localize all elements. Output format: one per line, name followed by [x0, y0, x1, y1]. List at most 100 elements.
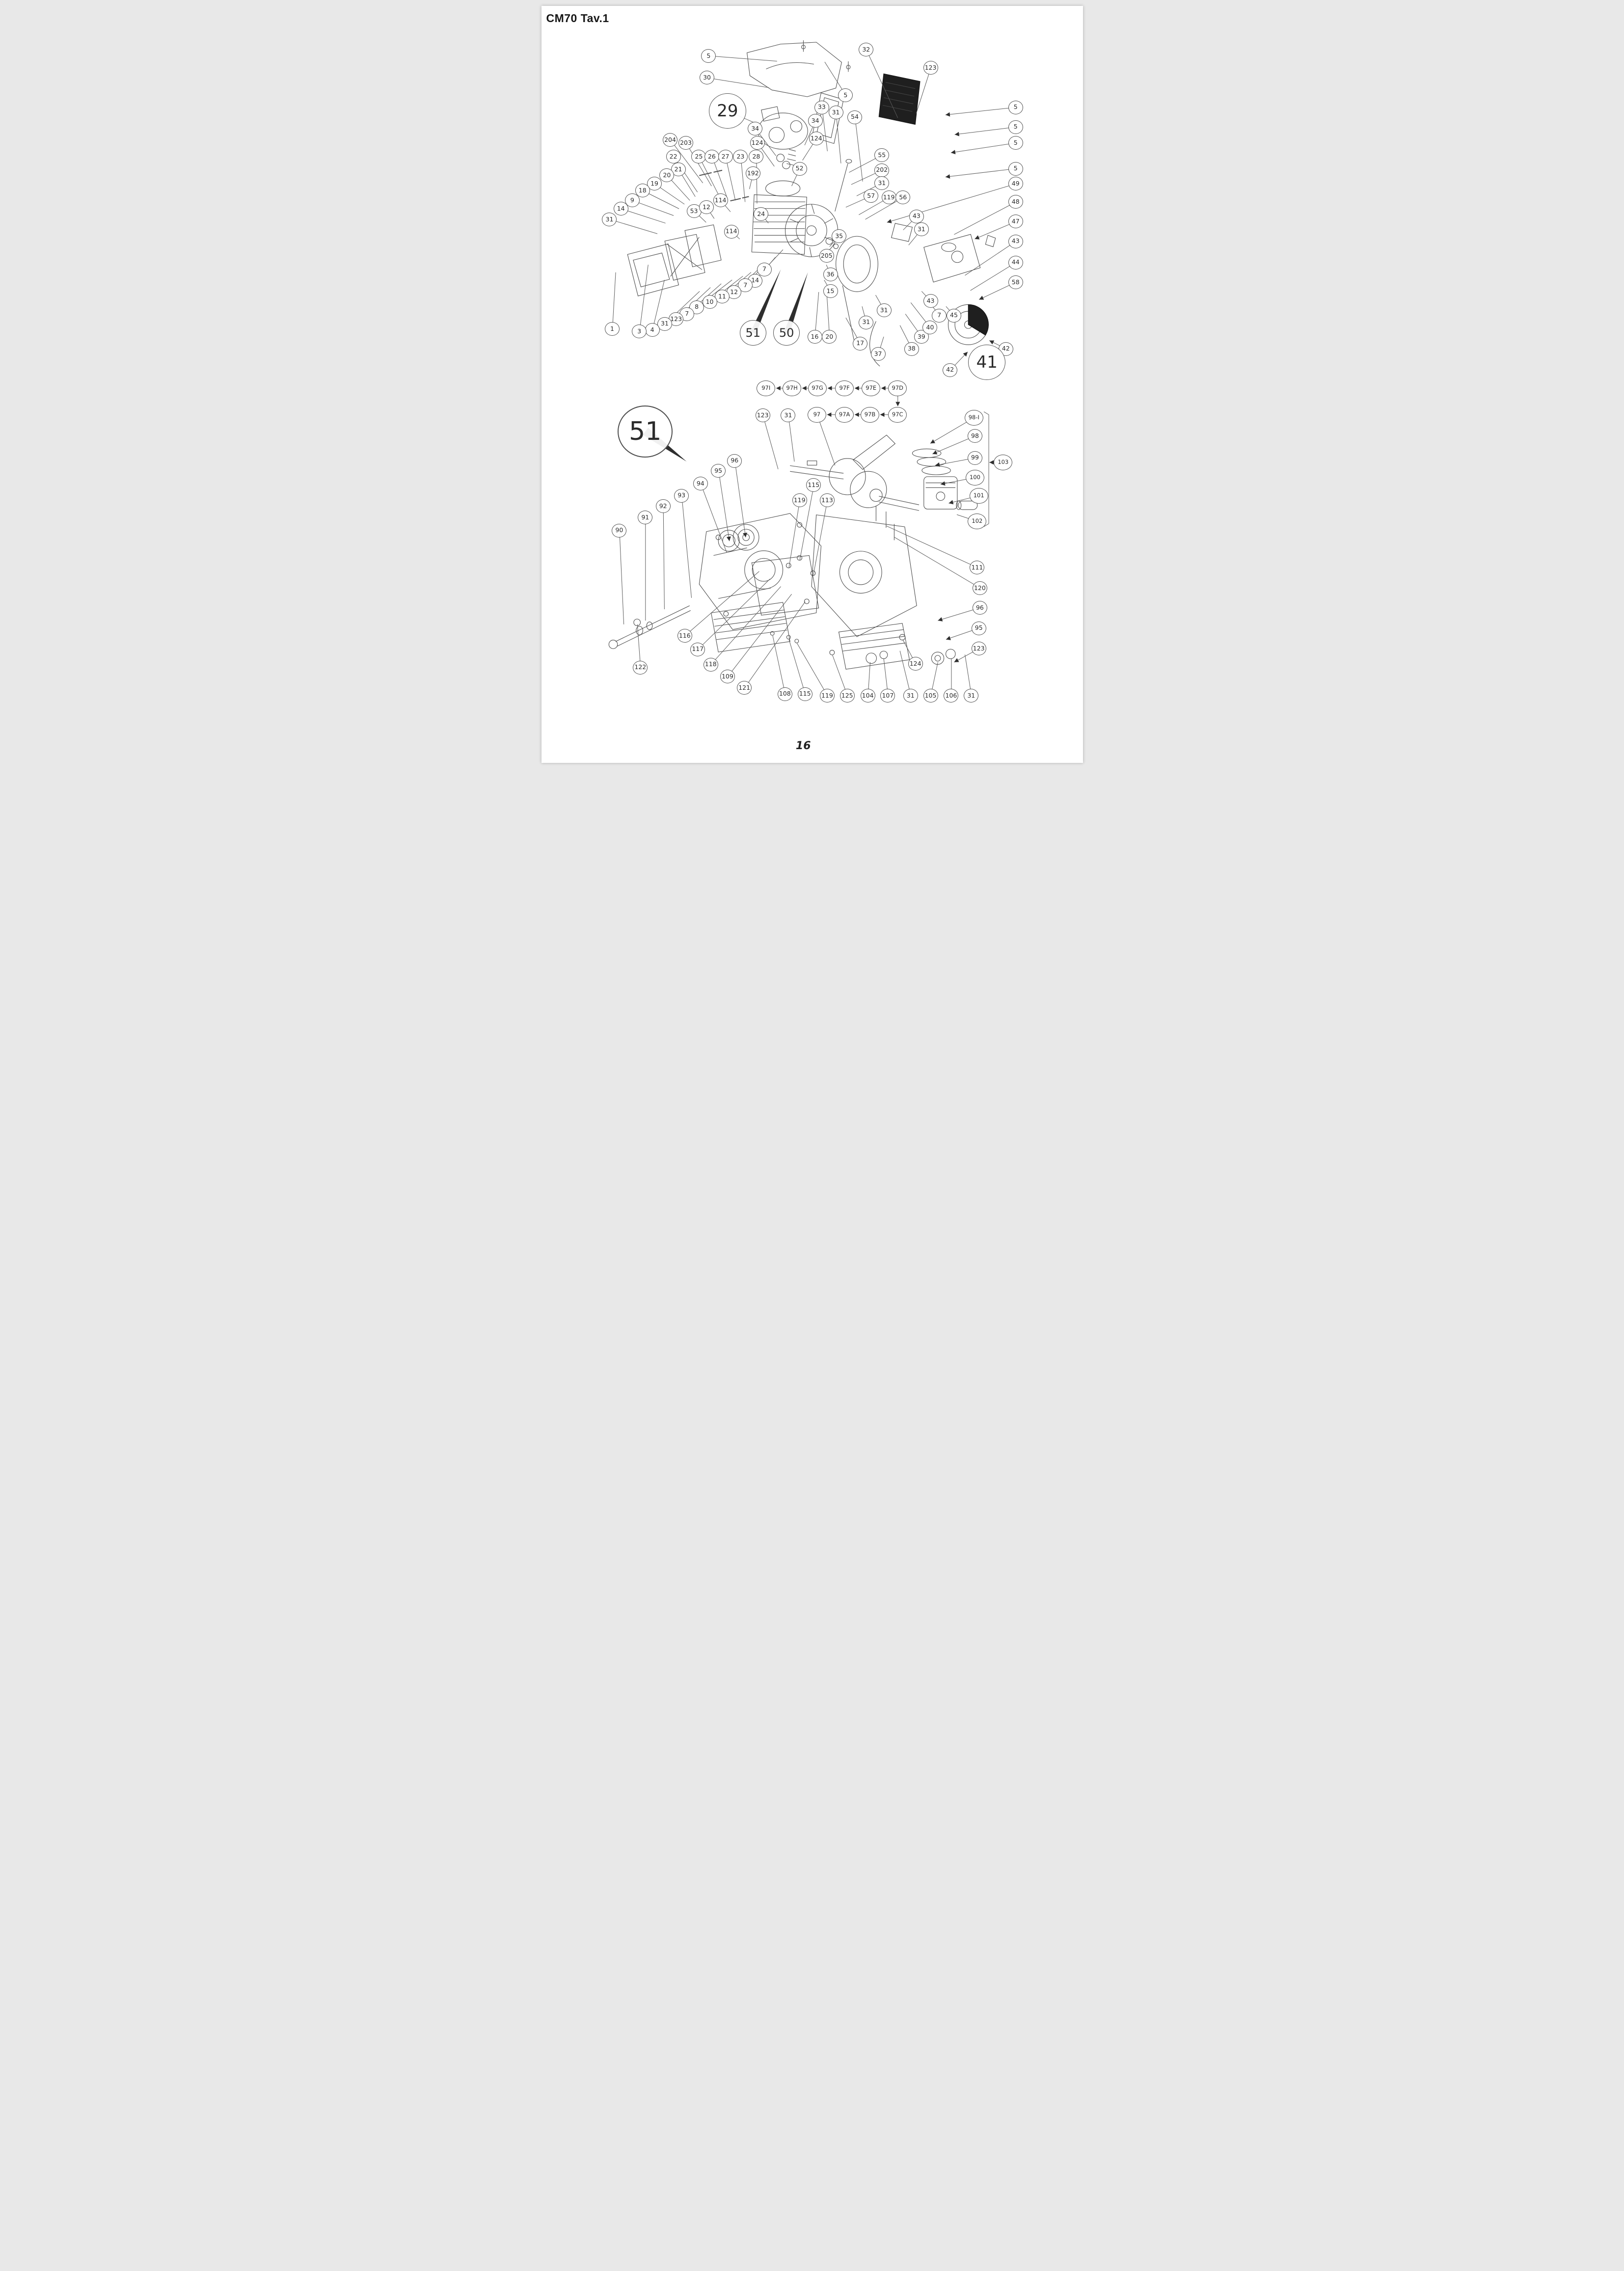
balloon-31: 31: [781, 408, 796, 423]
balloon-37: 37: [870, 347, 886, 361]
balloon-115: 115: [806, 478, 821, 492]
balloon-91: 91: [638, 511, 653, 525]
balloon-42: 42: [943, 363, 958, 377]
balloon-56: 56: [895, 190, 911, 205]
balloon-42: 42: [998, 342, 1013, 356]
balloon-96: 96: [727, 454, 742, 468]
balloon-43: 43: [923, 294, 938, 308]
balloon-202: 202: [874, 163, 890, 177]
balloon-31: 31: [964, 688, 979, 703]
balloon-20: 20: [659, 168, 675, 183]
balloon-98: 98: [968, 429, 982, 443]
balloon-11: 11: [714, 290, 730, 304]
balloon-92: 92: [655, 499, 671, 514]
balloon-124: 124: [809, 131, 824, 145]
balloon-90: 90: [612, 523, 627, 538]
balloon-123: 123: [923, 61, 938, 75]
balloon-106: 106: [944, 688, 959, 703]
balloon-36: 36: [823, 268, 838, 282]
balloon-55: 55: [874, 148, 890, 162]
balloon-48: 48: [1008, 195, 1023, 209]
balloon-7: 7: [757, 262, 772, 276]
catalog-page: CM70 Tav.1: [541, 6, 1083, 763]
balloon-105: 105: [923, 688, 938, 703]
balloon-111: 111: [970, 561, 985, 575]
balloon-31: 31: [657, 317, 672, 331]
balloon-17: 17: [853, 336, 868, 351]
balloon-3: 3: [632, 324, 647, 339]
balloon-20: 20: [822, 329, 837, 344]
balloon-5: 5: [701, 49, 716, 63]
balloon-26: 26: [704, 149, 719, 163]
balloon-94: 94: [693, 477, 708, 490]
balloon-97H: 97H: [783, 380, 802, 396]
balloon-114: 114: [713, 193, 728, 208]
balloon-25: 25: [691, 149, 706, 163]
balloon-57: 57: [864, 189, 879, 203]
balloon-34: 34: [748, 121, 763, 135]
balloon-97B: 97B: [861, 406, 880, 423]
balloon-103: 103: [994, 454, 1013, 470]
balloon-12: 12: [699, 200, 714, 215]
balloon-14: 14: [613, 202, 628, 216]
balloon-104: 104: [860, 688, 875, 703]
balloon-97A: 97A: [835, 406, 854, 423]
balloon-123: 123: [755, 408, 770, 423]
balloon-34: 34: [808, 114, 823, 128]
balloon-41: 41: [968, 345, 1006, 380]
balloon-24: 24: [754, 207, 769, 221]
balloon-40: 40: [922, 321, 938, 335]
balloon-192: 192: [745, 166, 760, 180]
balloon-5: 5: [1008, 120, 1023, 134]
balloon-31: 31: [914, 222, 929, 236]
balloon-10: 10: [702, 295, 717, 309]
balloon-97E: 97E: [862, 380, 881, 396]
balloon-113: 113: [819, 493, 835, 507]
balloon-95: 95: [711, 463, 726, 478]
balloon-52: 52: [792, 162, 807, 176]
balloon-33: 33: [814, 100, 829, 114]
balloon-29: 29: [708, 93, 746, 129]
balloon-5: 5: [1008, 136, 1023, 150]
balloon-7: 7: [932, 308, 947, 323]
balloon-30: 30: [700, 71, 715, 85]
balloon-107: 107: [880, 688, 895, 703]
balloon-102: 102: [968, 514, 987, 530]
balloon-16: 16: [807, 329, 822, 344]
balloon-99: 99: [968, 451, 982, 465]
balloon-31: 31: [828, 106, 843, 120]
balloon-119: 119: [881, 190, 896, 205]
balloon-43: 43: [909, 209, 924, 223]
balloon-203: 203: [678, 136, 693, 150]
balloon-97I: 97I: [757, 380, 776, 396]
balloon-31: 31: [602, 212, 617, 226]
balloon-97F: 97F: [835, 380, 854, 396]
balloon-98-I: 98-I: [964, 409, 983, 426]
balloon-23: 23: [733, 149, 748, 163]
balloon-118: 118: [703, 657, 718, 672]
balloon-28: 28: [749, 149, 764, 163]
balloon-117: 117: [690, 642, 705, 656]
balloon-123: 123: [971, 642, 986, 656]
balloon-97D: 97D: [888, 380, 907, 396]
balloon-5: 5: [1008, 162, 1023, 176]
balloon-97G: 97G: [808, 380, 827, 396]
balloon-54: 54: [847, 110, 863, 124]
balloon-97: 97: [807, 406, 826, 423]
page-number: 16: [795, 740, 811, 752]
balloon-22: 22: [666, 149, 681, 163]
balloon-31: 31: [859, 315, 874, 329]
balloon-121: 121: [737, 681, 752, 695]
balloon-114: 114: [724, 224, 739, 239]
balloon-119: 119: [792, 493, 807, 507]
engine-illustration-top: [627, 40, 996, 367]
page-title: CM70 Tav.1: [546, 12, 609, 25]
balloon-50: 50: [773, 320, 800, 346]
balloon-124: 124: [750, 136, 765, 150]
balloon-45: 45: [946, 308, 961, 323]
balloon-4: 4: [645, 323, 660, 337]
balloon-205: 205: [819, 248, 834, 263]
balloon-115: 115: [797, 687, 812, 701]
balloon-31: 31: [876, 303, 892, 317]
